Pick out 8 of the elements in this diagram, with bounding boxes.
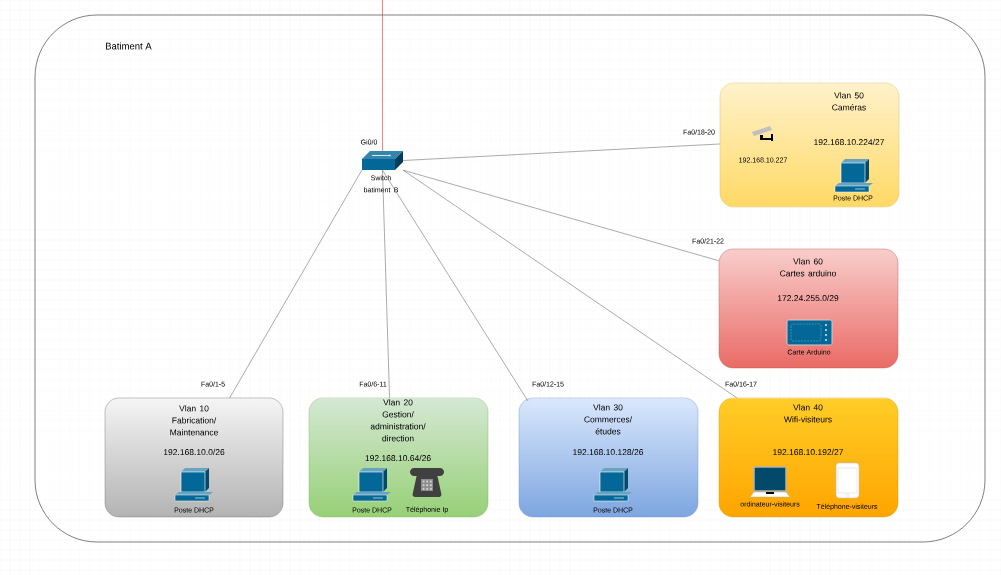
connector-line	[229, 169, 363, 399]
area-title: Batiment A	[106, 42, 152, 50]
connector-line	[382, 169, 529, 402]
connector-line	[402, 169, 720, 261]
connector-line	[402, 143, 721, 161]
connector-line	[382, 169, 390, 399]
connector-line	[382, 0, 383, 152]
connector-line	[402, 169, 737, 399]
